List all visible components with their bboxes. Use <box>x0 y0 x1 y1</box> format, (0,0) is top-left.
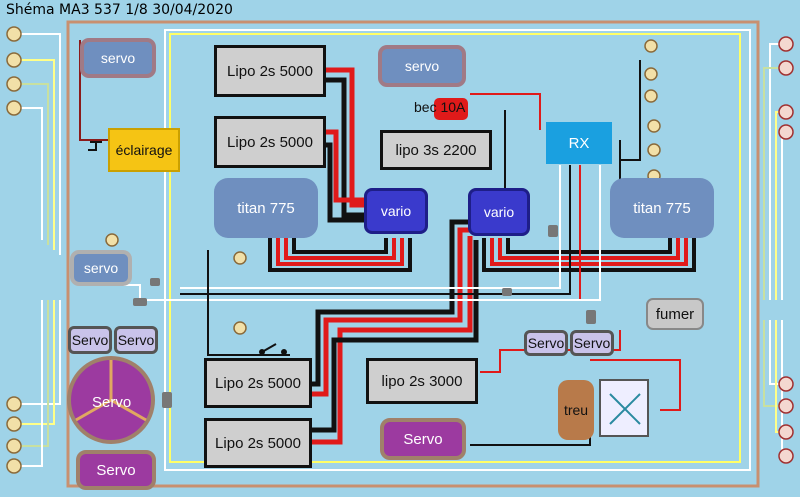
lipo-3000-battery: lipo 2s 3000 <box>366 358 478 404</box>
servo-bottom-middle: Servo <box>380 418 466 460</box>
treuil-switch <box>599 379 649 437</box>
servo-bottom-left: Servo <box>76 450 156 490</box>
right-lamps <box>778 36 794 464</box>
lipo-battery-4: Lipo 2s 5000 <box>204 418 312 468</box>
servo-small-3: Servo <box>524 330 568 356</box>
lipo-battery-1: Lipo 2s 5000 <box>214 45 326 97</box>
frame-wire-white <box>164 29 751 471</box>
bec-label: bec 10A <box>414 99 466 115</box>
servo-wheel-label: Servo <box>92 394 132 411</box>
servo-small-1: Servo <box>68 326 112 354</box>
titan-right-wires <box>482 238 696 272</box>
power-wires-left <box>326 67 370 223</box>
frame-wire-brown <box>66 20 760 488</box>
diagram-title: Shéma MA3 537 1/8 30/04/2020 <box>6 2 233 18</box>
mid-switch-symbol <box>259 343 287 355</box>
vario-esc-right: vario <box>468 188 530 236</box>
left-lamps <box>6 26 22 474</box>
servo-wheel <box>67 356 155 444</box>
winch-treuil: treu <box>558 380 594 440</box>
switch-symbol <box>88 141 102 151</box>
left-lamp-wires <box>14 33 61 467</box>
eclairage-module: éclairage <box>108 128 180 172</box>
servo-top-right: servo <box>378 45 466 87</box>
servo-small-4: Servo <box>570 330 614 356</box>
power-wires-bottom <box>312 219 479 445</box>
connectors <box>133 225 596 408</box>
frame-wire-yellow <box>169 33 741 463</box>
inner-lamps <box>105 39 661 335</box>
receiver-rx: RX <box>546 122 612 164</box>
lipo-battery-2: Lipo 2s 5000 <box>214 116 326 168</box>
servo-small-2: Servo <box>114 326 158 354</box>
smoke-generator: fumer <box>646 298 704 330</box>
lipo-3s-battery: lipo 3s 2200 <box>380 130 492 170</box>
titan-motor-left: titan 775 <box>214 178 318 238</box>
servo-top-left: servo <box>80 38 156 78</box>
bec-10a <box>434 98 468 120</box>
servo-mid-left: servo <box>70 250 132 286</box>
vario-esc-left: vario <box>364 188 428 234</box>
titan-motor-right: titan 775 <box>610 178 714 238</box>
lipo-battery-3: Lipo 2s 5000 <box>204 358 312 408</box>
titan-left-wires <box>268 238 412 272</box>
